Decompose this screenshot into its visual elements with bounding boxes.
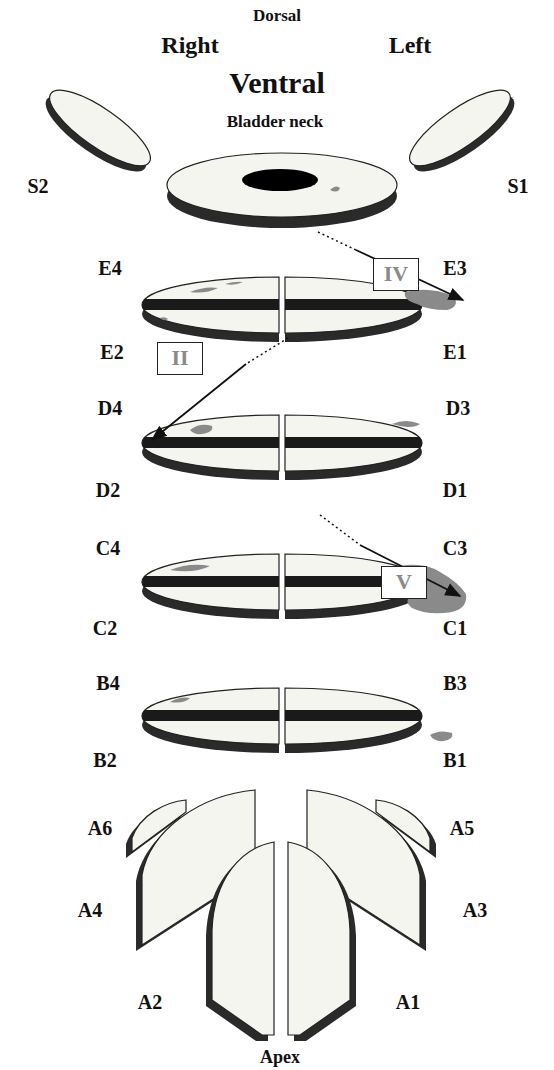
tumor-area — [430, 731, 452, 741]
section-label: A3 — [463, 899, 487, 921]
tumor-area — [190, 425, 212, 435]
callout-number: IV — [384, 262, 408, 286]
section-label: D1 — [443, 479, 467, 501]
apex-pieces — [288, 790, 436, 1041]
section-label: S2 — [27, 175, 48, 197]
bladder-neck-disk — [167, 153, 397, 228]
orientation-label: Dorsal — [253, 7, 301, 26]
slice-half — [130, 415, 280, 480]
section-label: C4 — [96, 537, 120, 559]
section-label: Bladder neck — [227, 113, 324, 132]
slice-half — [285, 688, 435, 753]
section-label: E1 — [443, 341, 466, 363]
section-label: A2 — [138, 991, 162, 1013]
slice-half — [285, 415, 435, 480]
callout-number: V — [396, 570, 412, 594]
pointer-dotted — [320, 515, 360, 545]
section-label: D4 — [98, 397, 122, 419]
callout-number: II — [171, 346, 188, 370]
callout-box: IV — [373, 258, 419, 291]
section-label: B1 — [443, 749, 466, 771]
section-label: A1 — [396, 991, 420, 1013]
section-label: D2 — [96, 479, 120, 501]
section-label: A5 — [450, 817, 474, 839]
section-label: B3 — [443, 672, 466, 694]
vesicle-piece — [36, 78, 160, 184]
section-label: S1 — [507, 175, 528, 197]
section-label: E3 — [443, 257, 466, 279]
apex-pieces — [126, 790, 274, 1041]
orientation-label: Right — [161, 32, 218, 58]
section-label: Apex — [260, 1048, 300, 1068]
slice-half — [130, 277, 280, 342]
section-label: E2 — [100, 341, 123, 363]
section-label: E4 — [98, 257, 121, 279]
pointer-arrow — [152, 364, 246, 440]
vesicle-piece — [400, 78, 524, 184]
tumor-area — [225, 282, 243, 285]
section-label: C1 — [443, 617, 467, 639]
slice-half — [130, 554, 280, 619]
orientation-label: Left — [389, 32, 432, 58]
slice-half — [130, 688, 280, 753]
section-label: A4 — [78, 899, 102, 921]
section-label: C2 — [93, 617, 117, 639]
orientation-label: Ventral — [229, 66, 325, 99]
section-label: D3 — [446, 397, 470, 419]
tumor-area — [160, 317, 168, 320]
callout-box: II — [157, 342, 203, 375]
section-label: A6 — [88, 817, 112, 839]
slice-half — [285, 554, 435, 619]
pointer-dotted — [246, 338, 288, 364]
tumor-area — [392, 421, 420, 427]
tumor-area — [170, 698, 190, 703]
tumor-area — [170, 565, 210, 572]
section-label: C3 — [443, 537, 467, 559]
section-label: B2 — [93, 749, 116, 771]
section-label: B4 — [96, 672, 119, 694]
callout-box: V — [381, 566, 427, 599]
pointer-dotted — [318, 232, 356, 250]
tumor-area — [190, 288, 218, 293]
